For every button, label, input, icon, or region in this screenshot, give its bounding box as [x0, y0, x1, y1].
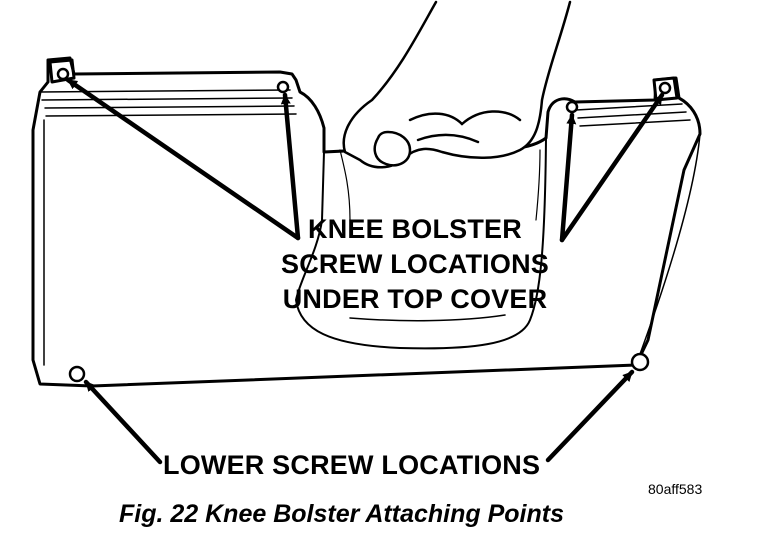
upper-screw-callout: KNEE BOLSTER SCREW LOCATIONS UNDER TOP C…: [250, 212, 580, 317]
figure-caption: Fig. 22 Knee Bolster Attaching Points: [119, 500, 564, 528]
screw-hole-upper-right: [658, 81, 672, 95]
screw-hole-upper-left: [56, 67, 70, 81]
hand-illustration: [342, 0, 572, 169]
arrow-to-upper-center-right: [559, 112, 577, 243]
arrow-to-lower-right: [545, 369, 635, 463]
column-cutout: [295, 137, 547, 350]
upper-callout-line-1: KNEE BOLSTER: [308, 214, 522, 244]
arrow-to-upper-left: [65, 77, 301, 241]
screw-hole-lower-left: [68, 365, 86, 383]
lower-screw-callout: LOWER SCREW LOCATIONS: [163, 450, 541, 480]
screw-hole-lower-right: [630, 352, 650, 372]
figure-reference-code: 80aff583: [648, 481, 703, 497]
arrow-to-upper-right: [559, 92, 665, 243]
screw-hole-upper-center-right: [565, 100, 579, 114]
upper-callout-line-2: SCREW LOCATIONS: [281, 249, 549, 279]
screw-hole-upper-center-left: [276, 80, 290, 94]
screw-holes: [56, 67, 672, 383]
leader-arrows: [65, 77, 665, 465]
arrow-to-lower-left: [83, 379, 163, 465]
arrow-to-upper-center-left: [280, 92, 301, 241]
upper-callout-line-3: UNDER TOP COVER: [282, 284, 548, 314]
